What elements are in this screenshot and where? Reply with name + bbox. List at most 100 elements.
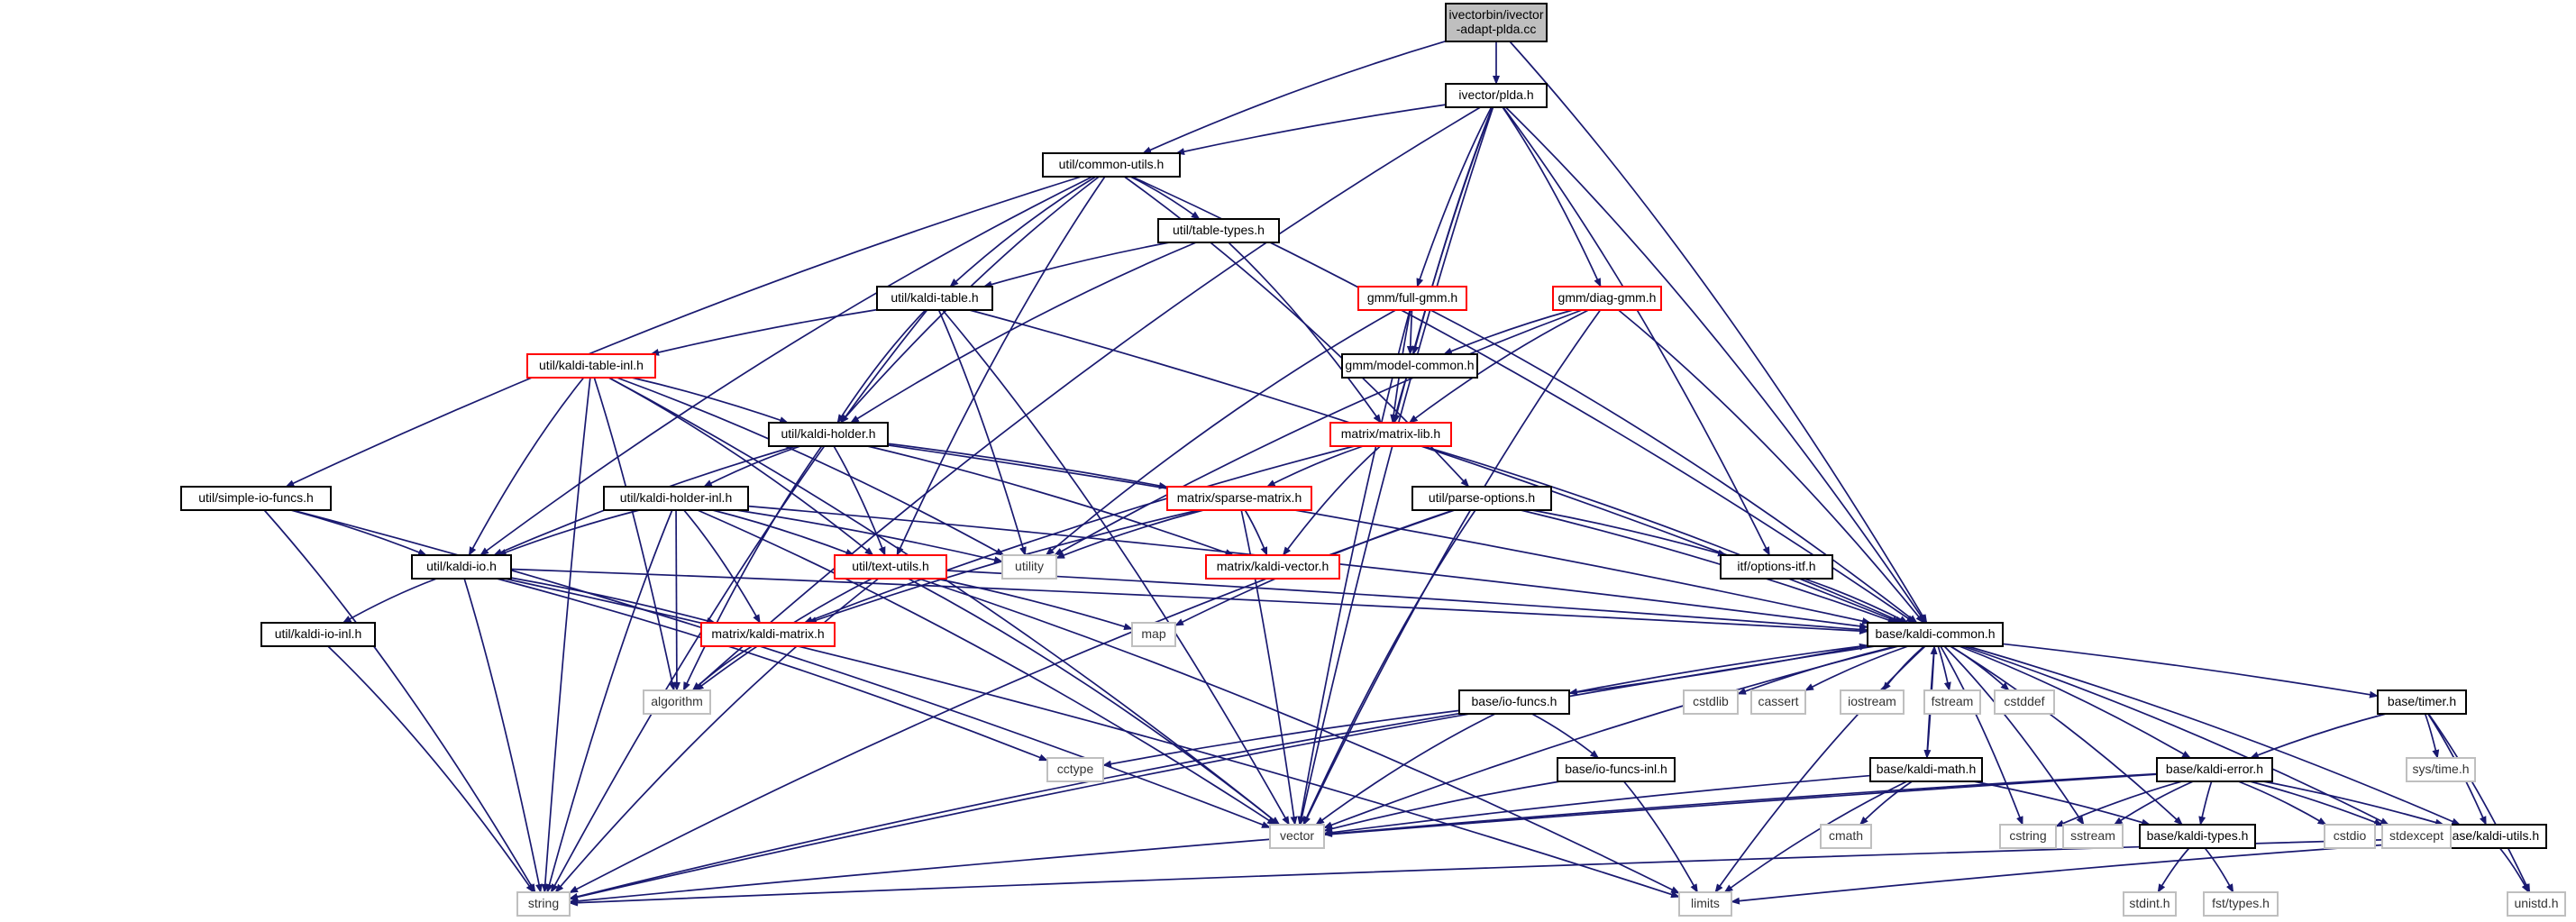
edge-kaldi-common-to-kaldi-error [1959, 645, 2191, 759]
node-box [1411, 486, 1552, 511]
edge-plda-to-diag-gmm [1502, 106, 1602, 288]
edge-kaldi-holder-inl-to-vector [697, 509, 1276, 826]
node-options-itf[interactable]: itf/options-itf.h [1720, 554, 1833, 580]
edge-kaldi-common-to-cstddef [1950, 645, 2010, 691]
node-kaldi-utils[interactable]: base/kaldi-utils.h [2437, 824, 2547, 849]
node-kaldi-io[interactable]: util/kaldi-io.h [411, 554, 512, 580]
node-full-gmm[interactable]: gmm/full-gmm.h [1357, 286, 1467, 311]
edge-kaldi-common-to-timer [2002, 643, 2379, 698]
node-plda[interactable]: ivector/plda.h [1445, 83, 1548, 108]
node-cmath: cmath [1820, 824, 1872, 849]
node-kaldi-vector[interactable]: matrix/kaldi-vector.h [1205, 554, 1340, 580]
edge-kaldi-holder-to-kaldi-vector [867, 445, 1235, 556]
edge-diag-gmm-to-model-common [1443, 309, 1574, 355]
node-label: cstdio [2334, 828, 2367, 843]
edge-model-common-to-matrix-lib [1392, 377, 1408, 424]
node-label: base/kaldi-types.h [2147, 828, 2249, 843]
edge-kaldi-holder-to-kaldi-holder-inl [703, 445, 801, 488]
node-sparse-matrix[interactable]: matrix/sparse-matrix.h [1166, 486, 1312, 511]
node-kaldi-table[interactable]: util/kaldi-table.h [876, 286, 993, 311]
edge-diag-gmm-to-kaldi-common [1618, 309, 1924, 624]
edge-kaldi-error-to-cstring [2055, 781, 2182, 827]
edge-kaldi-common-to-cstring [1940, 645, 2023, 826]
node-fst-types: fst/types.h [2203, 891, 2279, 917]
node-matrix-lib[interactable]: matrix/matrix-lib.h [1329, 422, 1452, 447]
edge-kaldi-table-to-utility [937, 309, 1027, 556]
edge-parse-options-to-vector [1302, 509, 1476, 826]
edge-kaldi-io-inl-to-string [327, 645, 534, 893]
edge-kaldi-holder-to-sparse-matrix [887, 443, 1168, 489]
node-label: stdint.h [2129, 896, 2170, 910]
node-model-common[interactable]: gmm/model-common.h [1341, 353, 1478, 379]
node-box [1683, 689, 1739, 715]
node-box [1269, 824, 1325, 849]
edge-kaldi-io-to-cctype [497, 578, 1048, 762]
node-text-utils[interactable]: util/text-utils.h [834, 554, 947, 580]
node-label: ivectorbin/ivector [1448, 7, 1543, 22]
node-box [526, 353, 656, 379]
node-box [1750, 689, 1806, 715]
node-label: base/timer.h [2388, 694, 2456, 708]
node-root[interactable]: ivectorbin/ivector-adapt-plda.cc [1445, 3, 1548, 42]
node-box [834, 554, 947, 580]
node-common-utils[interactable]: util/common-utils.h [1042, 152, 1181, 178]
edge-kaldi-common-to-limits [1714, 645, 1926, 893]
node-label: ivector/plda.h [1458, 87, 1533, 102]
node-label: util/kaldi-holder-inl.h [620, 490, 733, 505]
node-label: base/kaldi-utils.h [2445, 828, 2539, 843]
edge-kaldi-table-inl-to-kaldi-holder [631, 377, 789, 424]
edge-plda-to-algorithm [691, 106, 1481, 691]
edge-kaldi-error-to-sstream [2113, 781, 2194, 826]
edge-io-funcs-inl-to-limits [1622, 781, 1699, 893]
node-io-funcs-inl[interactable]: base/io-funcs-inl.h [1557, 757, 1676, 782]
node-box [1869, 757, 1983, 782]
edge-kaldi-io-to-string [463, 578, 543, 893]
edge-kaldi-holder-inl-to-kaldi-matrix [683, 509, 761, 624]
node-kaldi-matrix[interactable]: matrix/kaldi-matrix.h [700, 622, 836, 647]
node-stdint: stdint.h [2123, 891, 2177, 917]
node-box [1840, 689, 1905, 715]
node-kaldi-math[interactable]: base/kaldi-math.h [1869, 757, 1983, 782]
node-timer[interactable]: base/timer.h [2377, 689, 2467, 715]
node-kaldi-common[interactable]: base/kaldi-common.h [1867, 622, 2004, 647]
edge-kaldi-matrix-to-algorithm [691, 645, 753, 691]
edge-simple-io-to-kaldi-io [290, 509, 427, 556]
node-kaldi-holder-inl[interactable]: util/kaldi-holder-inl.h [603, 486, 749, 511]
edge-kaldi-holder-to-algorithm [682, 445, 823, 691]
node-map: map [1131, 622, 1176, 647]
node-kaldi-table-inl[interactable]: util/kaldi-table-inl.h [526, 353, 656, 379]
node-box [1557, 757, 1676, 782]
edge-text-utils-to-kaldi-common [945, 570, 1868, 634]
node-box [2156, 757, 2273, 782]
node-box [411, 554, 512, 580]
node-label: sys/time.h [2412, 762, 2469, 776]
edge-kaldi-error-to-kaldi-utils [2262, 781, 2444, 826]
node-label: unistd.h [2514, 896, 2558, 910]
edge-plda-to-full-gmm [1416, 106, 1493, 288]
node-diag-gmm[interactable]: gmm/diag-gmm.h [1552, 286, 1662, 311]
node-label: fst/types.h [2212, 896, 2270, 910]
node-table-types[interactable]: util/table-types.h [1157, 218, 1280, 243]
edge-common-utils-to-text-utils [896, 176, 1106, 556]
node-box [2507, 891, 2566, 917]
node-io-funcs[interactable]: base/io-funcs.h [1458, 689, 1570, 715]
node-box [1994, 689, 2055, 715]
node-label: string [528, 896, 559, 910]
node-parse-options[interactable]: util/parse-options.h [1411, 486, 1552, 511]
edge-kaldi-utils-to-unistd [2498, 847, 2530, 893]
node-kaldi-io-inl[interactable]: util/kaldi-io-inl.h [260, 622, 376, 647]
edge-kaldi-holder-to-kaldi-common [887, 444, 1872, 625]
node-simple-io[interactable]: util/simple-io-funcs.h [180, 486, 332, 511]
edge-timer-to-kaldi-error [2249, 713, 2387, 759]
edge-io-funcs-to-io-funcs-inl [1531, 713, 1600, 759]
node-kaldi-holder[interactable]: util/kaldi-holder.h [768, 422, 889, 447]
edge-kaldi-types-to-stdint [2157, 847, 2190, 893]
node-sys-time: sys/time.h [2406, 757, 2476, 782]
node-box [1923, 689, 1981, 715]
edge-sparse-matrix-to-utility [1055, 509, 1204, 560]
node-kaldi-types[interactable]: base/kaldi-types.h [2139, 824, 2256, 849]
edge-simple-io-to-vector [291, 509, 1271, 829]
edge-kaldi-utils-to-limits [1731, 840, 2439, 905]
edge-kaldi-math-to-kaldi-types [1973, 781, 2151, 826]
node-kaldi-error[interactable]: base/kaldi-error.h [2156, 757, 2273, 782]
